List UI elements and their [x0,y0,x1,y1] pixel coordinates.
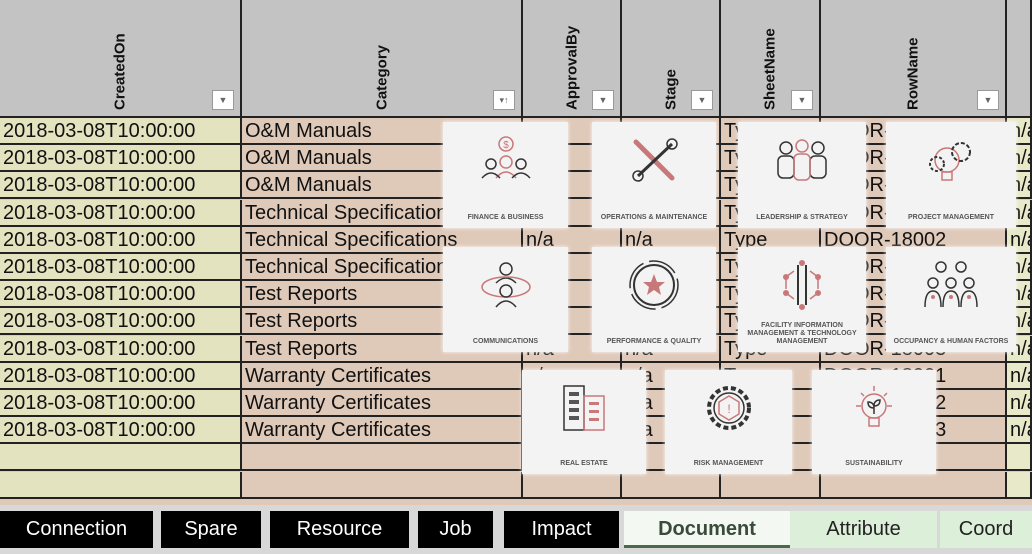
table-cell[interactable]: n/a [1007,226,1032,254]
table-cell[interactable] [523,471,622,499]
tile-occupancy-human-factors[interactable]: Occupancy & Human Factors [886,247,1016,352]
tile-communications[interactable]: Communications [443,247,568,352]
tab-attribute[interactable]: Attribute [790,511,937,548]
table-cell[interactable]: 2018-03-08T10:00:00 [0,118,242,145]
tile-leadership-strategy[interactable]: Leadership & Strategy [738,122,866,228]
column-header-stage[interactable]: Stage ▼ [622,0,721,118]
tab-document[interactable]: Document [624,511,790,548]
column-header-label: Stage [662,69,679,110]
column-header-label: ApprovalBy [563,25,580,110]
tab-job[interactable]: Job [418,511,493,548]
svg-text:$: $ [503,140,509,151]
table-cell[interactable] [242,444,523,472]
table-cell[interactable] [821,471,1007,499]
performance-quality-icon [592,259,716,311]
filter-dropdown-button[interactable]: ▼ [791,90,813,110]
tile-label: Real Estate [560,460,608,467]
table-cell[interactable]: 2018-03-08T10:00:00 [0,145,242,173]
sustainability-icon [812,382,936,434]
facility-information-management-icon [738,259,866,311]
finance-business-icon: $ [443,134,568,186]
column-header-label: Category [373,44,390,110]
column-header-rowname[interactable]: RowName ▼ [821,0,1007,118]
table-cell[interactable]: 2018-03-08T10:00:00 [0,172,242,200]
tile-facility-information-management[interactable]: Facility Information Management & Techno… [738,247,866,352]
table-cell[interactable] [622,471,721,499]
tile-label: Facility Information Management & Techno… [747,322,857,345]
column-header-label: SheetName [761,28,779,110]
svg-text:!: ! [727,402,730,416]
tile-label: Performance & Quality [606,338,702,345]
communications-icon [443,259,568,311]
table-cell[interactable]: Warranty Certificates [242,390,523,417]
table-cell[interactable] [242,471,523,499]
table-cell[interactable]: 2018-03-08T10:00:00 [0,335,242,363]
filter-dropdown-button[interactable]: ▼ [977,90,999,110]
tile-operations-maintenance[interactable]: Operations & Maintenance [592,122,716,228]
table-cell[interactable] [1007,444,1032,472]
table-cell[interactable]: n/a [1007,417,1032,445]
table-cell[interactable] [721,471,821,499]
tab-coord[interactable]: Coord [940,511,1032,548]
tab-spare[interactable]: Spare [161,511,261,548]
operations-maintenance-icon [592,134,716,186]
filter-dropdown-button[interactable]: ▼ [691,90,713,110]
tile-label: Leadership & Strategy [756,214,848,221]
column-header-extra[interactable] [1007,0,1032,118]
tile-label: Operations & Maintenance [600,214,708,221]
table-cell[interactable]: 2018-03-08T10:00:00 [0,390,242,417]
table-cell[interactable]: 2018-03-08T10:00:00 [0,281,242,309]
filter-dropdown-button[interactable]: ▼ [592,90,614,110]
tab-impact[interactable]: Impact [504,511,619,548]
tile-label: Occupancy & Human Factors [893,338,1009,345]
table-cell[interactable]: n/a [1007,362,1032,390]
table-cell[interactable]: Warranty Certificates [242,417,523,445]
leadership-strategy-icon [738,134,866,186]
risk-management-icon: ! [665,382,792,434]
tab-connection[interactable]: Connection [0,511,153,548]
table-row [0,471,1032,499]
table-cell[interactable]: n/a [1007,390,1032,417]
table-cell[interactable] [0,471,242,499]
column-header-sheetname[interactable]: SheetName ▼ [721,0,821,118]
tile-label: Communications [472,338,539,345]
tab-resource[interactable]: Resource [270,511,409,548]
tile-label: Risk Management [693,460,764,467]
tile-sustainability[interactable]: Sustainability [812,370,936,474]
project-management-icon [886,134,1016,186]
filter-dropdown-button[interactable]: ▼ [212,90,234,110]
table-cell[interactable]: 2018-03-08T10:00:00 [0,199,242,227]
column-header-category[interactable]: Category ▾↑ [242,0,523,118]
table-cell[interactable]: 2018-03-08T10:00:00 [0,254,242,281]
table-cell[interactable] [1007,471,1032,499]
tile-finance-business[interactable]: $ Finance & Business [443,122,568,228]
tile-risk-management[interactable]: ! Risk Management [665,370,792,474]
table-cell[interactable]: 2018-03-08T10:00:00 [0,308,242,336]
column-header-approvalby[interactable]: ApprovalBy ▼ [523,0,622,118]
real-estate-icon [522,382,646,434]
table-cell[interactable]: 2018-03-08T10:00:00 [0,362,242,390]
table-cell[interactable]: 2018-03-08T10:00:00 [0,417,242,445]
table-cell[interactable] [0,444,242,472]
tile-project-management[interactable]: Project Management [886,122,1016,228]
column-header-createdon[interactable]: CreatedOn ▼ [0,0,242,118]
tile-real-estate[interactable]: Real Estate [522,370,646,474]
column-header-label: RowName [904,37,922,110]
tile-performance-quality[interactable]: Performance & Quality [592,247,716,352]
tile-label: Project Management [908,214,994,221]
table-cell[interactable]: Warranty Certificates [242,362,523,390]
table-cell[interactable]: 2018-03-08T10:00:00 [0,226,242,254]
column-header-label: CreatedOn [111,33,129,110]
occupancy-human-factors-icon [886,259,1016,311]
tile-label: Sustainability [845,460,903,467]
filter-dropdown-button[interactable]: ▾↑ [493,90,515,110]
tile-label: Finance & Business [467,214,544,221]
